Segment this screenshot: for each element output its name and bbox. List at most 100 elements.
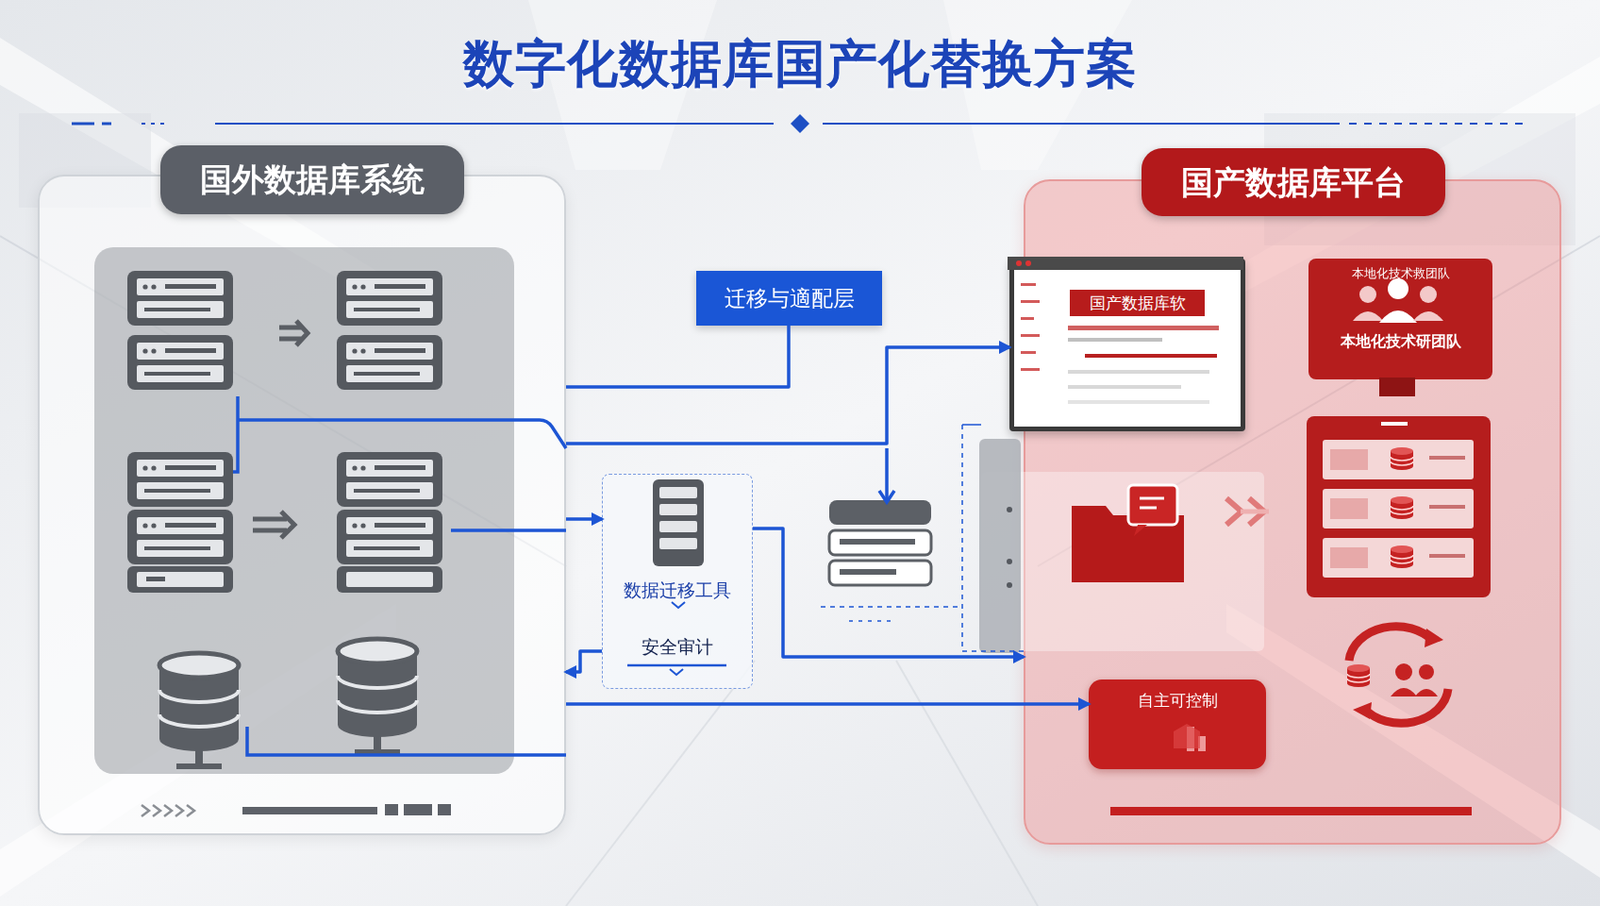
callout-box: 迁移与適配层 — [696, 270, 883, 326]
domestic-illustration — [1128, 484, 1178, 525]
legacy-area — [127, 509, 234, 565]
domestic-illustration — [1381, 421, 1408, 426]
domestic-illustration — [1133, 524, 1148, 536]
legacy-system-panel: 国外数据库系统 — [37, 174, 567, 835]
autonomy-label: 自主可控制 — [1088, 688, 1267, 712]
adapter-server — [849, 619, 892, 622]
legacy-area — [450, 528, 567, 533]
domestic-illustration — [1359, 285, 1377, 303]
window-label: 国产数据库软 — [1069, 289, 1205, 317]
domestic-illustration — [1390, 545, 1414, 568]
legacy-area — [146, 576, 166, 582]
domestic-illustration — [1418, 664, 1434, 680]
domestic-illustration — [1322, 439, 1474, 480]
legacy-area — [237, 419, 567, 449]
domestic-illustration — [1395, 663, 1413, 681]
connector-arrow — [752, 528, 1024, 657]
legacy-area — [242, 806, 378, 815]
adapter-server — [884, 448, 889, 500]
domestic-illustration — [1387, 278, 1409, 300]
domestic-illustration — [1330, 547, 1368, 568]
callout-label: 迁移与適配层 — [696, 270, 883, 326]
audit-label: 安全审计 — [602, 633, 751, 660]
adapter-server — [829, 500, 932, 525]
title-divider — [215, 122, 774, 125]
panel-header: 国外数据库系统 — [160, 145, 465, 215]
legacy-area — [127, 451, 234, 507]
domestic-illustration — [1007, 256, 1244, 270]
domestic-illustration — [1413, 311, 1444, 321]
domestic-illustration — [1067, 325, 1219, 331]
domestic-illustration — [1020, 300, 1040, 303]
legacy-area — [336, 451, 443, 507]
connector-arrow — [566, 516, 602, 521]
legacy-area — [136, 571, 224, 587]
adapter-server — [839, 538, 916, 545]
domestic-illustration — [1306, 416, 1491, 598]
domestic-illustration — [1020, 350, 1036, 354]
tool-label: 数据迁移工具 — [602, 576, 751, 603]
migration-tool-box: 数据迁移工具安全审计 — [601, 473, 753, 689]
background-streaks — [896, 660, 1038, 906]
legacy-area — [437, 803, 451, 816]
team-card: 本地化技术救团队本地化技术研团队 — [1308, 258, 1493, 380]
domestic-illustration — [1020, 333, 1040, 337]
domestic-illustration — [1067, 400, 1210, 404]
connector-arrow — [566, 701, 1089, 706]
legacy-area — [336, 270, 443, 326]
domestic-illustration — [1020, 316, 1034, 320]
domestic-illustration — [1429, 455, 1466, 460]
domestic-illustration — [1390, 447, 1414, 470]
legacy-area — [247, 726, 567, 755]
domestic-illustration — [1347, 664, 1370, 687]
team-heading: 本地化技术救团队 — [1308, 264, 1493, 284]
title-divider — [822, 122, 1340, 125]
domestic-illustration — [1352, 311, 1384, 321]
domestic-illustration — [1198, 735, 1206, 751]
legacy-area — [127, 334, 234, 390]
domestic-illustration — [1363, 688, 1449, 723]
legacy-area — [337, 638, 417, 755]
adapter-server — [820, 424, 1265, 653]
migration-tool-icon — [659, 520, 698, 533]
panel-header: 国产数据库平台 — [1141, 148, 1446, 217]
domestic-illustration — [1186, 726, 1195, 751]
domestic-illustration — [1424, 628, 1444, 648]
migration-tool-icon — [669, 668, 684, 675]
migration-tool-icon — [659, 537, 698, 550]
adapter-server — [1006, 582, 1013, 588]
adapter-server — [979, 438, 1021, 653]
title-divider — [71, 122, 95, 126]
domestic-illustration — [1020, 367, 1040, 371]
legacy-area — [127, 270, 234, 326]
adapter-server — [839, 568, 897, 575]
legacy-area — [336, 509, 443, 565]
legacy-area — [159, 652, 239, 769]
adapter-server — [962, 423, 982, 426]
adapter-server — [962, 424, 1024, 651]
migration-tool-icon — [659, 486, 698, 499]
domestic-illustration — [1016, 260, 1022, 267]
domestic-illustration — [1226, 498, 1265, 525]
domestic-illustration — [1390, 496, 1414, 519]
title-divider — [101, 122, 112, 126]
adapter-server — [820, 605, 958, 608]
title-divider — [790, 114, 810, 134]
domestic-illustration — [1071, 505, 1184, 583]
legacy-area — [384, 803, 399, 816]
domestic-illustration — [1020, 283, 1036, 286]
domestic-illustration — [1390, 687, 1417, 697]
legacy-area — [279, 320, 308, 346]
connector-arrow — [566, 650, 602, 672]
legacy-area — [346, 571, 434, 587]
software-window: 国产数据库软 — [1009, 258, 1246, 432]
legacy-area — [94, 247, 515, 774]
adapter-server — [1006, 558, 1013, 565]
domestic-illustration — [1067, 369, 1210, 374]
adapter-server — [829, 560, 932, 585]
domestic-illustration — [1110, 806, 1472, 816]
domestic-illustration — [1379, 310, 1417, 323]
